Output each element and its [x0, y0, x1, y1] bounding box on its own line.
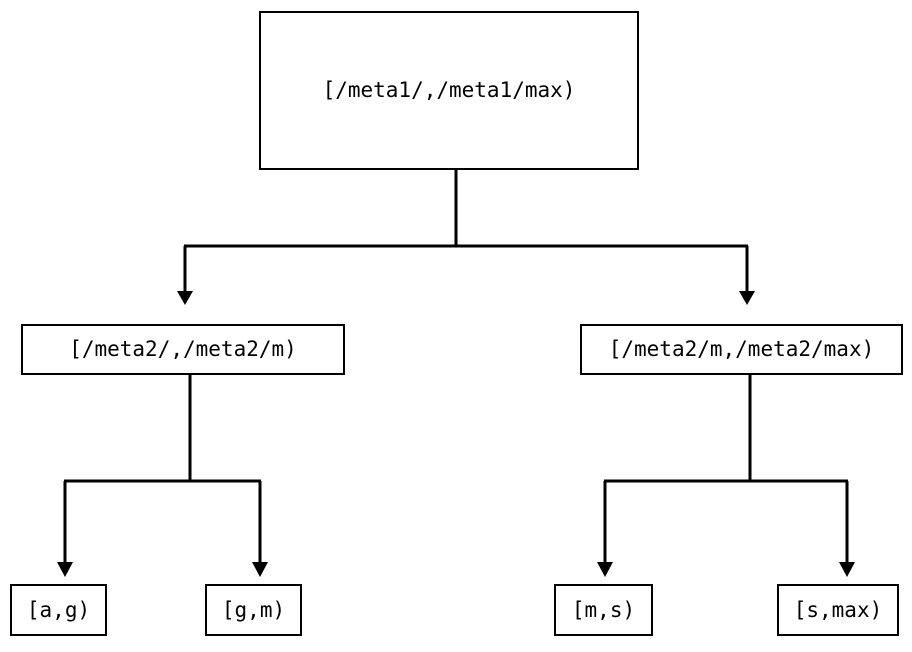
node-root-label: [/meta1/,/meta1/max)	[322, 78, 576, 102]
node-meta2-low[interactable]: [/meta2/,/meta2/m)	[21, 324, 345, 375]
node-leaf-ms[interactable]: [m,s)	[554, 584, 653, 636]
node-leaf-ag-label: [a,g)	[26, 597, 91, 622]
arrowhead-to-meta2-high	[739, 291, 755, 305]
node-meta2-high-label: [/meta2/m,/meta2/max)	[608, 337, 875, 361]
arrowhead-to-leaf-smax	[839, 562, 855, 577]
node-leaf-gm-label: [g,m)	[221, 597, 286, 622]
arrowhead-to-leaf-ms	[597, 562, 613, 577]
node-leaf-ms-label: [m,s)	[571, 597, 636, 622]
node-meta2-low-label: [/meta2/,/meta2/m)	[69, 337, 297, 361]
node-leaf-smax-label: [s,max)	[793, 597, 883, 622]
node-leaf-gm[interactable]: [g,m)	[205, 584, 302, 636]
arrowhead-to-meta2-low	[177, 291, 193, 305]
node-root[interactable]: [/meta1/,/meta1/max)	[259, 11, 639, 170]
node-leaf-ag[interactable]: [a,g)	[10, 584, 107, 636]
node-leaf-smax[interactable]: [s,max)	[777, 584, 899, 636]
node-meta2-high[interactable]: [/meta2/m,/meta2/max)	[580, 324, 903, 375]
arrowhead-to-leaf-gm	[252, 562, 268, 577]
arrowhead-to-leaf-ag	[57, 562, 73, 577]
